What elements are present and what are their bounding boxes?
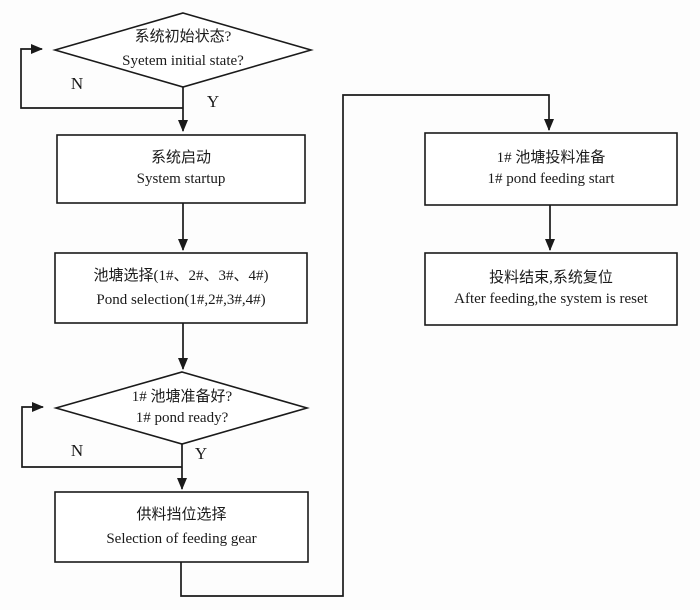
feeding-gear-label-en: Selection of feeding gear bbox=[106, 530, 257, 547]
process-system-reset-text: 投料结束,系统复位 After feeding,the system is re… bbox=[425, 253, 677, 325]
decision-pond-ready-diamond bbox=[53, 371, 310, 445]
system-startup-label-en: System startup bbox=[136, 171, 226, 187]
system-startup-label-zh: 系统启动 bbox=[150, 150, 211, 166]
process-pond-selection-text: 池塘选择(1#、2#、3#、4#) Pond selection(1#,2#,3… bbox=[55, 253, 307, 323]
process-system-startup-text: 系统启动 System startup bbox=[57, 135, 305, 203]
process-system-startup-box bbox=[56, 134, 306, 204]
decision-initial-state-diamond bbox=[52, 12, 314, 88]
pond-ready-label-en: 1# pond ready? bbox=[135, 410, 229, 426]
pond-ready-label-zh: 1# 池塘准备好? bbox=[131, 389, 233, 405]
initial-state-label-zh: 系统初始状态? bbox=[134, 28, 232, 45]
process-pond-selection-box bbox=[54, 252, 308, 324]
branch-label-no-pond-ready: N bbox=[70, 441, 84, 460]
initial-state-label-en: Syetem initial state? bbox=[122, 52, 244, 69]
system-reset-label-zh: 投料结束,系统复位 bbox=[489, 270, 613, 286]
decision-pond-ready-text: 1# 池塘准备好? 1# pond ready? bbox=[61, 385, 303, 431]
feeding-start-label-en: 1# pond feeding start bbox=[487, 171, 615, 187]
flow-no-loop-initial-state bbox=[20, 44, 183, 109]
system-reset-label-en: After feeding,the system is reset bbox=[454, 291, 648, 307]
feeding-gear-label-zh: 供料挡位选择 bbox=[136, 506, 227, 523]
decision-initial-state-text: 系统初始状态? Syetem initial state? bbox=[63, 20, 303, 78]
process-system-reset-box bbox=[424, 252, 678, 326]
branch-label-yes-pond-ready: Y bbox=[194, 444, 208, 463]
branch-label-no-initial-state: N bbox=[70, 74, 84, 93]
process-feeding-gear-text: 供料挡位选择 Selection of feeding gear bbox=[55, 492, 308, 562]
feeding-start-label-zh: 1# 池塘投料准备 bbox=[496, 150, 606, 166]
process-feeding-start-box bbox=[424, 132, 678, 206]
pond-selection-label-en: Pond selection(1#,2#,3#,4#) bbox=[96, 291, 266, 308]
process-feeding-start-text: 1# 池塘投料准备 1# pond feeding start bbox=[425, 133, 677, 205]
flow-no-loop-pond-ready bbox=[21, 402, 182, 468]
process-feeding-gear-box bbox=[54, 491, 309, 563]
branch-label-yes-initial-state: Y bbox=[206, 92, 220, 111]
flow-feeding-gear-to-feeding-start bbox=[180, 94, 554, 597]
pond-selection-label-zh: 池塘选择(1#、2#、3#、4#) bbox=[93, 267, 269, 284]
